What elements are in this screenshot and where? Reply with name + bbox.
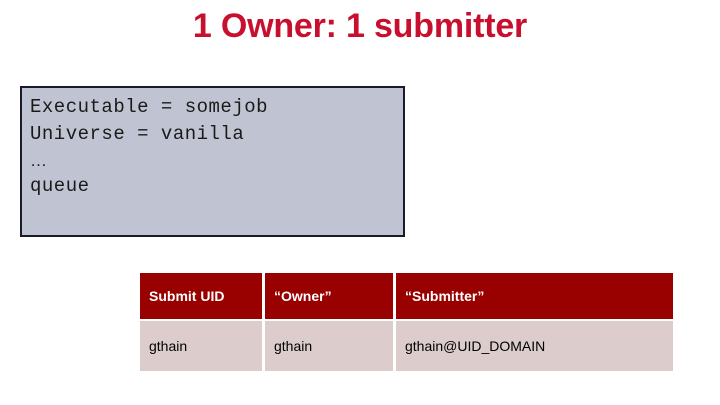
code-line-queue: queue <box>30 175 90 197</box>
cell-owner: gthain <box>265 321 393 371</box>
code-line-universe: Universe = vanilla <box>30 123 245 145</box>
code-line-ellipsis: … <box>30 151 47 170</box>
submit-file-code-block: Executable = somejob Universe = vanilla … <box>20 86 405 237</box>
code-line-executable: Executable = somejob <box>30 96 269 118</box>
page-title: 1 Owner: 1 submitter <box>192 7 528 45</box>
column-header-submit-uid: Submit UID <box>140 273 262 319</box>
column-header-owner: “Owner” <box>265 273 393 319</box>
table-row: gthain gthain gthain@UID_DOMAIN <box>140 321 673 371</box>
uid-mapping-table: Submit UID “Owner” “Submitter” gthain gt… <box>137 271 676 373</box>
cell-submit-uid: gthain <box>140 321 262 371</box>
table-header-row: Submit UID “Owner” “Submitter” <box>140 273 673 319</box>
column-header-submitter: “Submitter” <box>396 273 673 319</box>
cell-submitter: gthain@UID_DOMAIN <box>396 321 673 371</box>
